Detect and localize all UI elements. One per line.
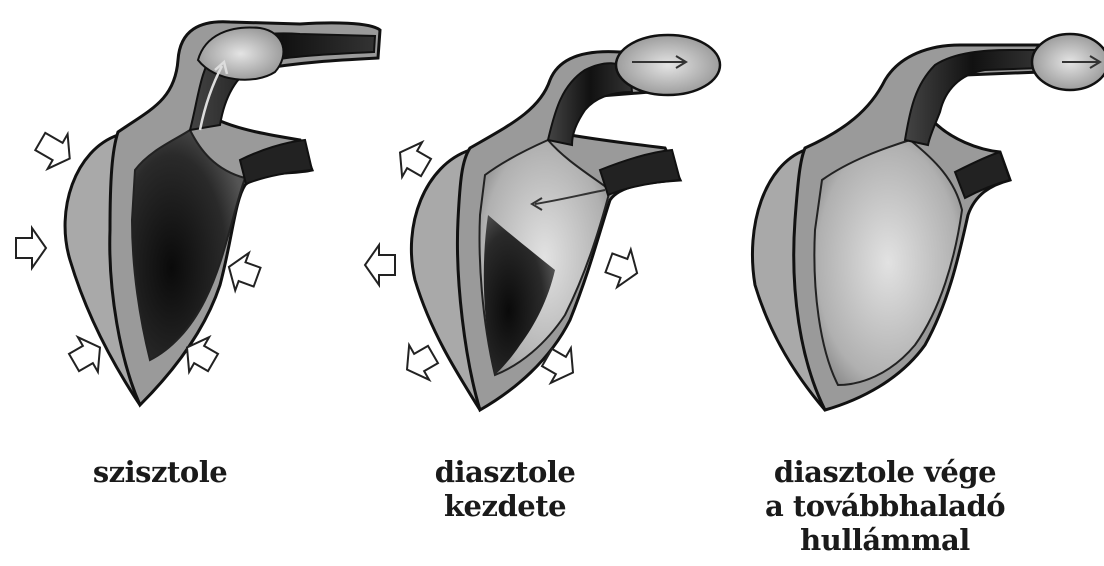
heart-phases-illustration [0,0,1104,430]
ventricle-lumen-full [814,140,962,385]
caption-late-diastole: diasztole vége a továbbhaladó hullámmal [735,455,1035,557]
contraction-arrow [16,228,46,268]
heart-early-diastole [365,35,720,410]
caption-line: diasztole vége [735,455,1035,489]
aorta-bulb-distended [616,35,720,95]
heart-systole [16,22,380,405]
caption-systole: szisztole [60,455,260,489]
relaxation-arrow [397,337,443,387]
caption-early-diastole: diasztole kezdete [395,455,615,523]
heart-late-diastole [752,34,1104,410]
caption-line: a továbbhaladó [735,489,1035,523]
caption-line: szisztole [60,455,260,489]
caption-line: kezdete [395,489,615,523]
relaxation-arrow [365,245,395,285]
caption-line: diasztole [395,455,615,489]
relaxation-arrow [602,244,644,292]
caption-line: hullámmal [735,523,1035,557]
relaxation-arrow [390,135,436,185]
contraction-arrow [30,124,79,176]
